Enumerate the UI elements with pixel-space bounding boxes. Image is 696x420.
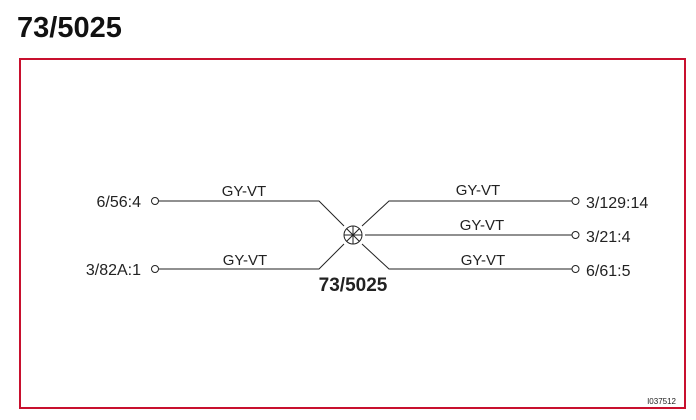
wire-color-left-1: GY-VT [222, 183, 266, 200]
reference-code: I037512 [647, 397, 676, 406]
terminal-left-1-icon [151, 197, 159, 205]
wire-right-3 [361, 243, 572, 270]
terminal-label-right-2: 3/21:4 [586, 229, 631, 246]
terminal-right-1-icon [571, 197, 580, 205]
splice-icon [343, 225, 363, 245]
terminal-label-left-2: 3/82A:1 [86, 262, 141, 279]
wire-color-right-3: GY-VT [461, 252, 505, 269]
wire-left-2 [159, 243, 345, 270]
terminal-right-3-icon [571, 265, 580, 273]
terminal-label-right-1: 3/129:14 [586, 195, 648, 212]
splice-label: 73/5025 [319, 275, 388, 296]
wire-right-1 [361, 200, 572, 227]
wire-left-1 [159, 200, 345, 227]
terminal-label-right-3: 6/61:5 [586, 263, 631, 280]
wire-color-right-1: GY-VT [456, 182, 500, 199]
terminal-right-2-icon [571, 231, 580, 239]
terminal-left-2-icon [151, 265, 159, 273]
terminal-label-left-1: 6/56:4 [97, 194, 142, 211]
wire-color-left-2: GY-VT [223, 252, 267, 269]
diagram-frame [19, 58, 686, 409]
page-title: 73/5025 [17, 12, 122, 44]
wire-color-right-2: GY-VT [460, 217, 504, 234]
